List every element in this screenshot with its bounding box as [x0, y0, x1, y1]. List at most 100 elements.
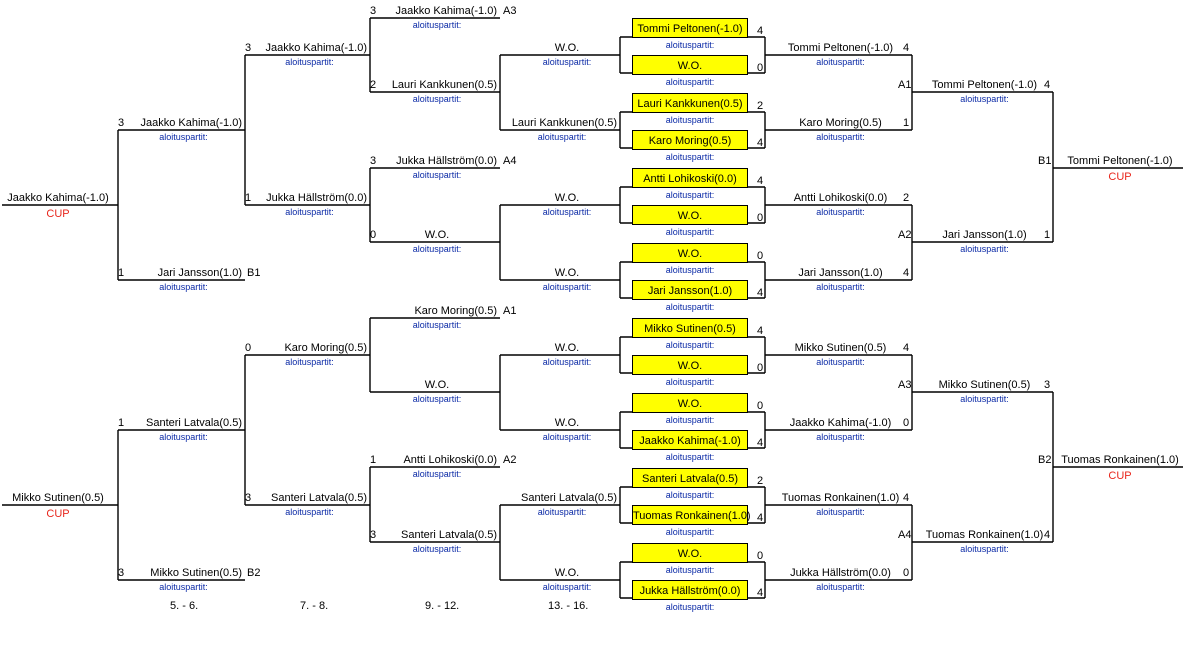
player-name: W.O. [677, 548, 703, 560]
sub-label: aloituspartit: [412, 20, 462, 30]
sub-label: aloituspartit: [542, 57, 592, 67]
sub-label: aloituspartit: [665, 77, 715, 87]
player-name: Tommi Peltonen(-1.0) [787, 42, 894, 54]
score: 0 [757, 250, 764, 262]
sub-label: aloituspartit: [665, 115, 715, 125]
round-label-2: 7. - 8. [300, 600, 329, 612]
player-name: W.O. [677, 60, 703, 72]
score: 0 [757, 400, 764, 412]
player-name: Karo Moring(0.5) [284, 342, 367, 354]
sub-label: aloituspartit: [285, 57, 334, 67]
seed-tag: A2 [503, 454, 517, 466]
score: 3 [370, 5, 377, 17]
score: 4 [1044, 79, 1051, 91]
sub-label: aloituspartit: [542, 432, 592, 442]
match-box-14: Tuomas Ronkainen(1.0) [632, 505, 751, 525]
seed-tag: A4 [503, 155, 517, 167]
player-name: Mikko Sutinen(0.5) [794, 342, 887, 354]
player-name: Lauri Kankkunen(0.5) [637, 98, 743, 110]
cup-label: CUP [1108, 470, 1132, 482]
player-name: W.O. [554, 567, 580, 579]
seed-tag: B2 [1038, 454, 1052, 466]
seed-tag: B1 [1038, 155, 1052, 167]
player-name: Jari Jansson(1.0) [157, 267, 242, 279]
sub-label: aloituspartit: [665, 415, 715, 425]
match-box-4: Karo Moring(0.5) [632, 130, 748, 150]
player-name: Mikko Sutinen(0.5) [938, 379, 1031, 391]
player-name: Antti Lohikoski(0.0) [793, 192, 888, 204]
player-name: Tuomas Ronkainen(1.0) [1061, 454, 1179, 466]
match-box-13: Santeri Latvala(0.5) [632, 468, 748, 488]
player-name: Lauri Kankkunen(0.5) [391, 79, 497, 91]
player-name: Santeri Latvala(0.5) [146, 417, 242, 429]
player-name: Tuomas Ronkainen(1.0) [633, 510, 751, 522]
player-name: Karo Moring(0.5) [799, 117, 882, 129]
player-name: Jaakko Kahima(-1.0) [7, 192, 109, 204]
match-box-7: W.O. [632, 243, 748, 263]
sub-label: aloituspartit: [412, 170, 462, 180]
sub-label: aloituspartit: [816, 207, 865, 217]
sub-label: aloituspartit: [542, 357, 592, 367]
score: 4 [757, 325, 764, 337]
sub-label: aloituspartit: [542, 582, 592, 592]
score: 3 [118, 567, 125, 579]
player-name: Jaakko Kahima(-1.0) [140, 117, 243, 129]
player-name: Jari Jansson(1.0) [647, 285, 733, 297]
sub-label: aloituspartit: [665, 265, 715, 275]
sub-label: aloituspartit: [665, 227, 715, 237]
sub-label: aloituspartit: [412, 244, 462, 254]
match-box-2: W.O. [632, 55, 748, 75]
score: 2 [903, 192, 910, 204]
player-name: W.O. [677, 248, 703, 260]
player-name: W.O. [677, 360, 703, 372]
match-box-11: W.O. [632, 393, 748, 413]
score: 4 [757, 137, 764, 149]
seed-tag: A4 [898, 529, 912, 541]
sub-label: aloituspartit: [665, 377, 715, 387]
score: 4 [1044, 529, 1051, 541]
sub-label: aloituspartit: [816, 132, 865, 142]
player-name: Jari Jansson(1.0) [942, 229, 1027, 241]
match-box-10: W.O. [632, 355, 748, 375]
match-box-15: W.O. [632, 543, 748, 563]
sub-label: aloituspartit: [665, 602, 715, 612]
sub-label: aloituspartit: [285, 207, 334, 217]
player-name: Lauri Kankkunen(0.5) [511, 117, 617, 129]
score: 3 [1044, 379, 1051, 391]
player-name: Jukka Hällström(0.0) [790, 567, 891, 579]
cup-label: CUP [1108, 171, 1132, 183]
score: 0 [757, 362, 764, 374]
sub-label: aloituspartit: [665, 565, 715, 575]
sub-label: aloituspartit: [960, 394, 1009, 404]
score: 4 [757, 287, 764, 299]
seed-tag: A3 [503, 5, 517, 17]
sub-label: aloituspartit: [537, 132, 587, 142]
match-box-1: Tommi Peltonen(-1.0) [632, 18, 748, 38]
sub-label: aloituspartit: [159, 432, 208, 442]
match-box-8: Jari Jansson(1.0) [632, 280, 748, 300]
player-name: Karo Moring(0.5) [648, 135, 732, 147]
sub-label: aloituspartit: [665, 452, 715, 462]
score: 0 [903, 567, 910, 579]
player-name: Jukka Hällström(0.0) [639, 585, 741, 597]
sub-label: aloituspartit: [665, 152, 715, 162]
match-box-5: Antti Lohikoski(0.0) [632, 168, 748, 188]
score: 4 [903, 492, 910, 504]
sub-label: aloituspartit: [285, 357, 334, 367]
player-name: Tommi Peltonen(-1.0) [637, 23, 743, 35]
player-name: Jukka Hällström(0.0) [396, 155, 497, 167]
sub-label: aloituspartit: [537, 507, 587, 517]
player-name: W.O. [677, 398, 703, 410]
sub-label: aloituspartit: [960, 544, 1009, 554]
sub-label: aloituspartit: [665, 190, 715, 200]
match-box-12: Jaakko Kahima(-1.0) [632, 430, 748, 450]
score: 1 [370, 454, 377, 466]
score: 1 [1044, 229, 1051, 241]
player-name: Mikko Sutinen(0.5) [150, 567, 242, 579]
match-box-6: W.O. [632, 205, 748, 225]
player-name: Antti Lohikoski(0.0) [643, 173, 737, 185]
player-name: Antti Lohikoski(0.0) [403, 454, 497, 466]
sub-label: aloituspartit: [542, 207, 592, 217]
sub-label: aloituspartit: [665, 490, 715, 500]
